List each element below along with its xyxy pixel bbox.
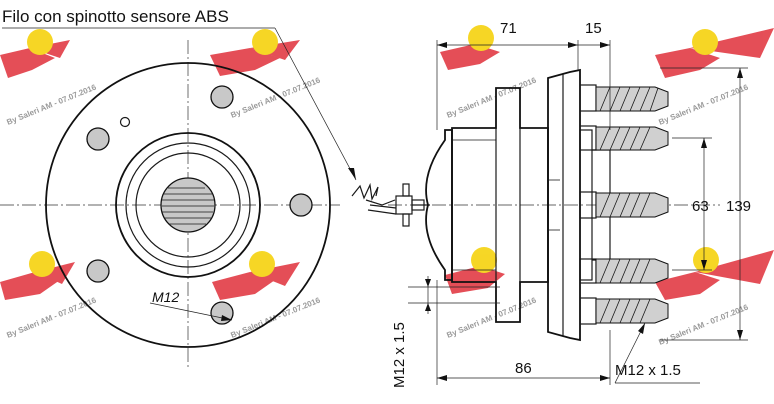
thread-bottom-label: M12 x 1.5	[615, 362, 681, 379]
dimensions: 71 15 139 63 86 M12 x 1.5	[391, 20, 751, 388]
spline-bore	[160, 177, 216, 233]
logo-mid-right	[655, 247, 774, 300]
hub-ring-circle	[125, 142, 251, 268]
watermark-text: By Saleri AM - 07.07.2016	[657, 82, 750, 126]
hub-bell	[425, 129, 453, 281]
abs-wire-strands	[367, 204, 397, 215]
bolt-hole	[210, 85, 234, 109]
watermark-text: By Saleri AM - 07.07.2016	[445, 295, 538, 339]
wheel-flange	[547, 68, 581, 342]
logo-mid-left	[0, 251, 75, 300]
dim-139-label: 139	[726, 198, 751, 215]
logo-top-left	[0, 29, 70, 78]
dim-86-label: 86	[515, 360, 532, 377]
dim-15-label: 15	[585, 20, 602, 37]
wheel-bolts	[579, 84, 669, 325]
thread-vertical-label: M12 x 1.5	[391, 322, 408, 388]
wheel-bolt	[579, 84, 669, 112]
logo-top-right	[655, 28, 774, 78]
wheel-bolt	[579, 297, 669, 325]
dim-71-label: 71	[500, 20, 517, 37]
logo-top-center	[210, 29, 300, 76]
bolt-hole	[289, 193, 313, 217]
wheel-bolt	[579, 258, 669, 284]
watermark-text: By Saleri AM - 07.07.2016	[229, 75, 322, 119]
bolt-hole	[86, 127, 110, 151]
watermark-text: By Saleri AM - 07.07.2016	[445, 75, 538, 119]
pilot-hole	[119, 116, 131, 128]
title-abs-sensor: Filo con spinotto sensore ABS	[2, 7, 229, 26]
wheel-bolt	[579, 125, 669, 151]
watermark-logos	[0, 25, 774, 300]
dim-63-label: 63	[692, 198, 709, 215]
hub-outer-circle	[115, 132, 261, 278]
logo-mid-center	[212, 251, 300, 300]
logo-top-mid-right	[440, 25, 500, 70]
abs-leader	[274, 27, 357, 181]
abs-wire-icon	[351, 182, 396, 206]
m12-leader	[149, 302, 233, 321]
watermark-text: By Saleri AM - 07.07.2016	[5, 82, 98, 126]
bolt-hole	[86, 259, 110, 283]
wheel-bolt	[579, 191, 669, 219]
outer-flange-circle	[45, 62, 331, 348]
m12-front-label: M12	[152, 289, 179, 305]
spline-hatch	[162, 187, 214, 225]
hub-inner-circle	[135, 152, 241, 258]
front-view: M12	[0, 40, 340, 370]
side-view	[388, 68, 720, 342]
